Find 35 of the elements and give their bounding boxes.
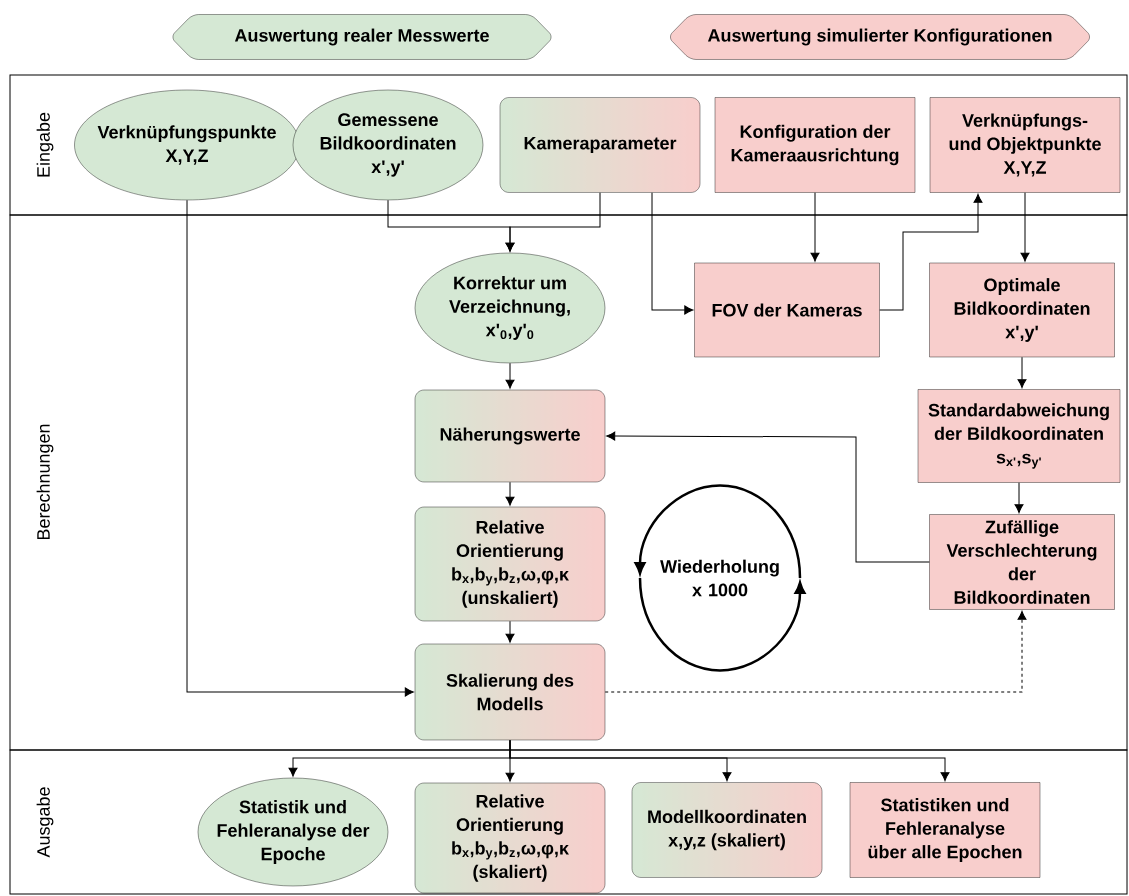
ellipse-node: Verknüpfungspunkte X,Y,Z (74, 89, 300, 201)
process-box: Näherungswerte (414, 389, 606, 483)
ellipse-node: Statistik und Fehleranalyse der Epoche (197, 777, 389, 887)
process-box: Modellkoordinaten x,y,z (skaliert) (631, 782, 823, 878)
arrow (186, 199, 414, 697)
process-box: Relative Orientierung b$_{x}$,b$_{y}$,b$_{z}$,ω,φ,κ (unskaliert) (414, 506, 606, 622)
process-box: Relative Orientierung b$_{x}$,b$_{y}$,b$_{z}$,ω,φ,κ (skaliert) (414, 782, 606, 894)
arrow (604, 610, 1027, 693)
process-box: Kameraparameter (499, 97, 701, 193)
arrow (879, 193, 983, 311)
process-box: Optimale Bildkoordinaten x',y' (929, 262, 1115, 358)
arrow (1017, 356, 1027, 389)
arrow (505, 362, 515, 389)
arrow (505, 620, 515, 643)
arrow (810, 192, 820, 262)
process-box: Statistiken und Fehleranalyse über alle Epochen (849, 782, 1041, 878)
process-box: Skalierung des Modells (414, 643, 606, 741)
arrow (505, 481, 515, 506)
repeat-loop: Wiederholung x 1000 (634, 484, 806, 672)
arrow (1014, 482, 1024, 514)
hexagon-banner: Auswertung realer Messwerte (172, 14, 552, 60)
node-label: Wiederholung x 1000 (660, 559, 779, 597)
arrow (509, 739, 950, 782)
ellipse-node: Gemessene Bildkoordinaten x',y' (292, 89, 484, 201)
arrow (1020, 192, 1030, 262)
arrow (606, 431, 930, 563)
process-box: Konfiguration der Kameraausrichtung (714, 97, 916, 193)
arrow (651, 192, 694, 315)
ellipse-node: Korrektur um Verzeichnung, x'$_{0}$,y'$_{0}$ (414, 252, 606, 364)
process-box: Verknüpfungs- und Objektpunkte X,Y,Z (929, 97, 1121, 193)
arrow (505, 192, 601, 252)
hexagon-banner: Auswertung simulierter Konfigurationen (670, 14, 1090, 60)
process-box: FOV der Kameras (694, 262, 880, 358)
process-box: Zufällige Verschlechterung der Bildkoordinaten (929, 514, 1115, 610)
process-box: Standardabweichung der Bildkoordinaten s$_{x'}$,s$_{y'}$ (917, 389, 1121, 483)
